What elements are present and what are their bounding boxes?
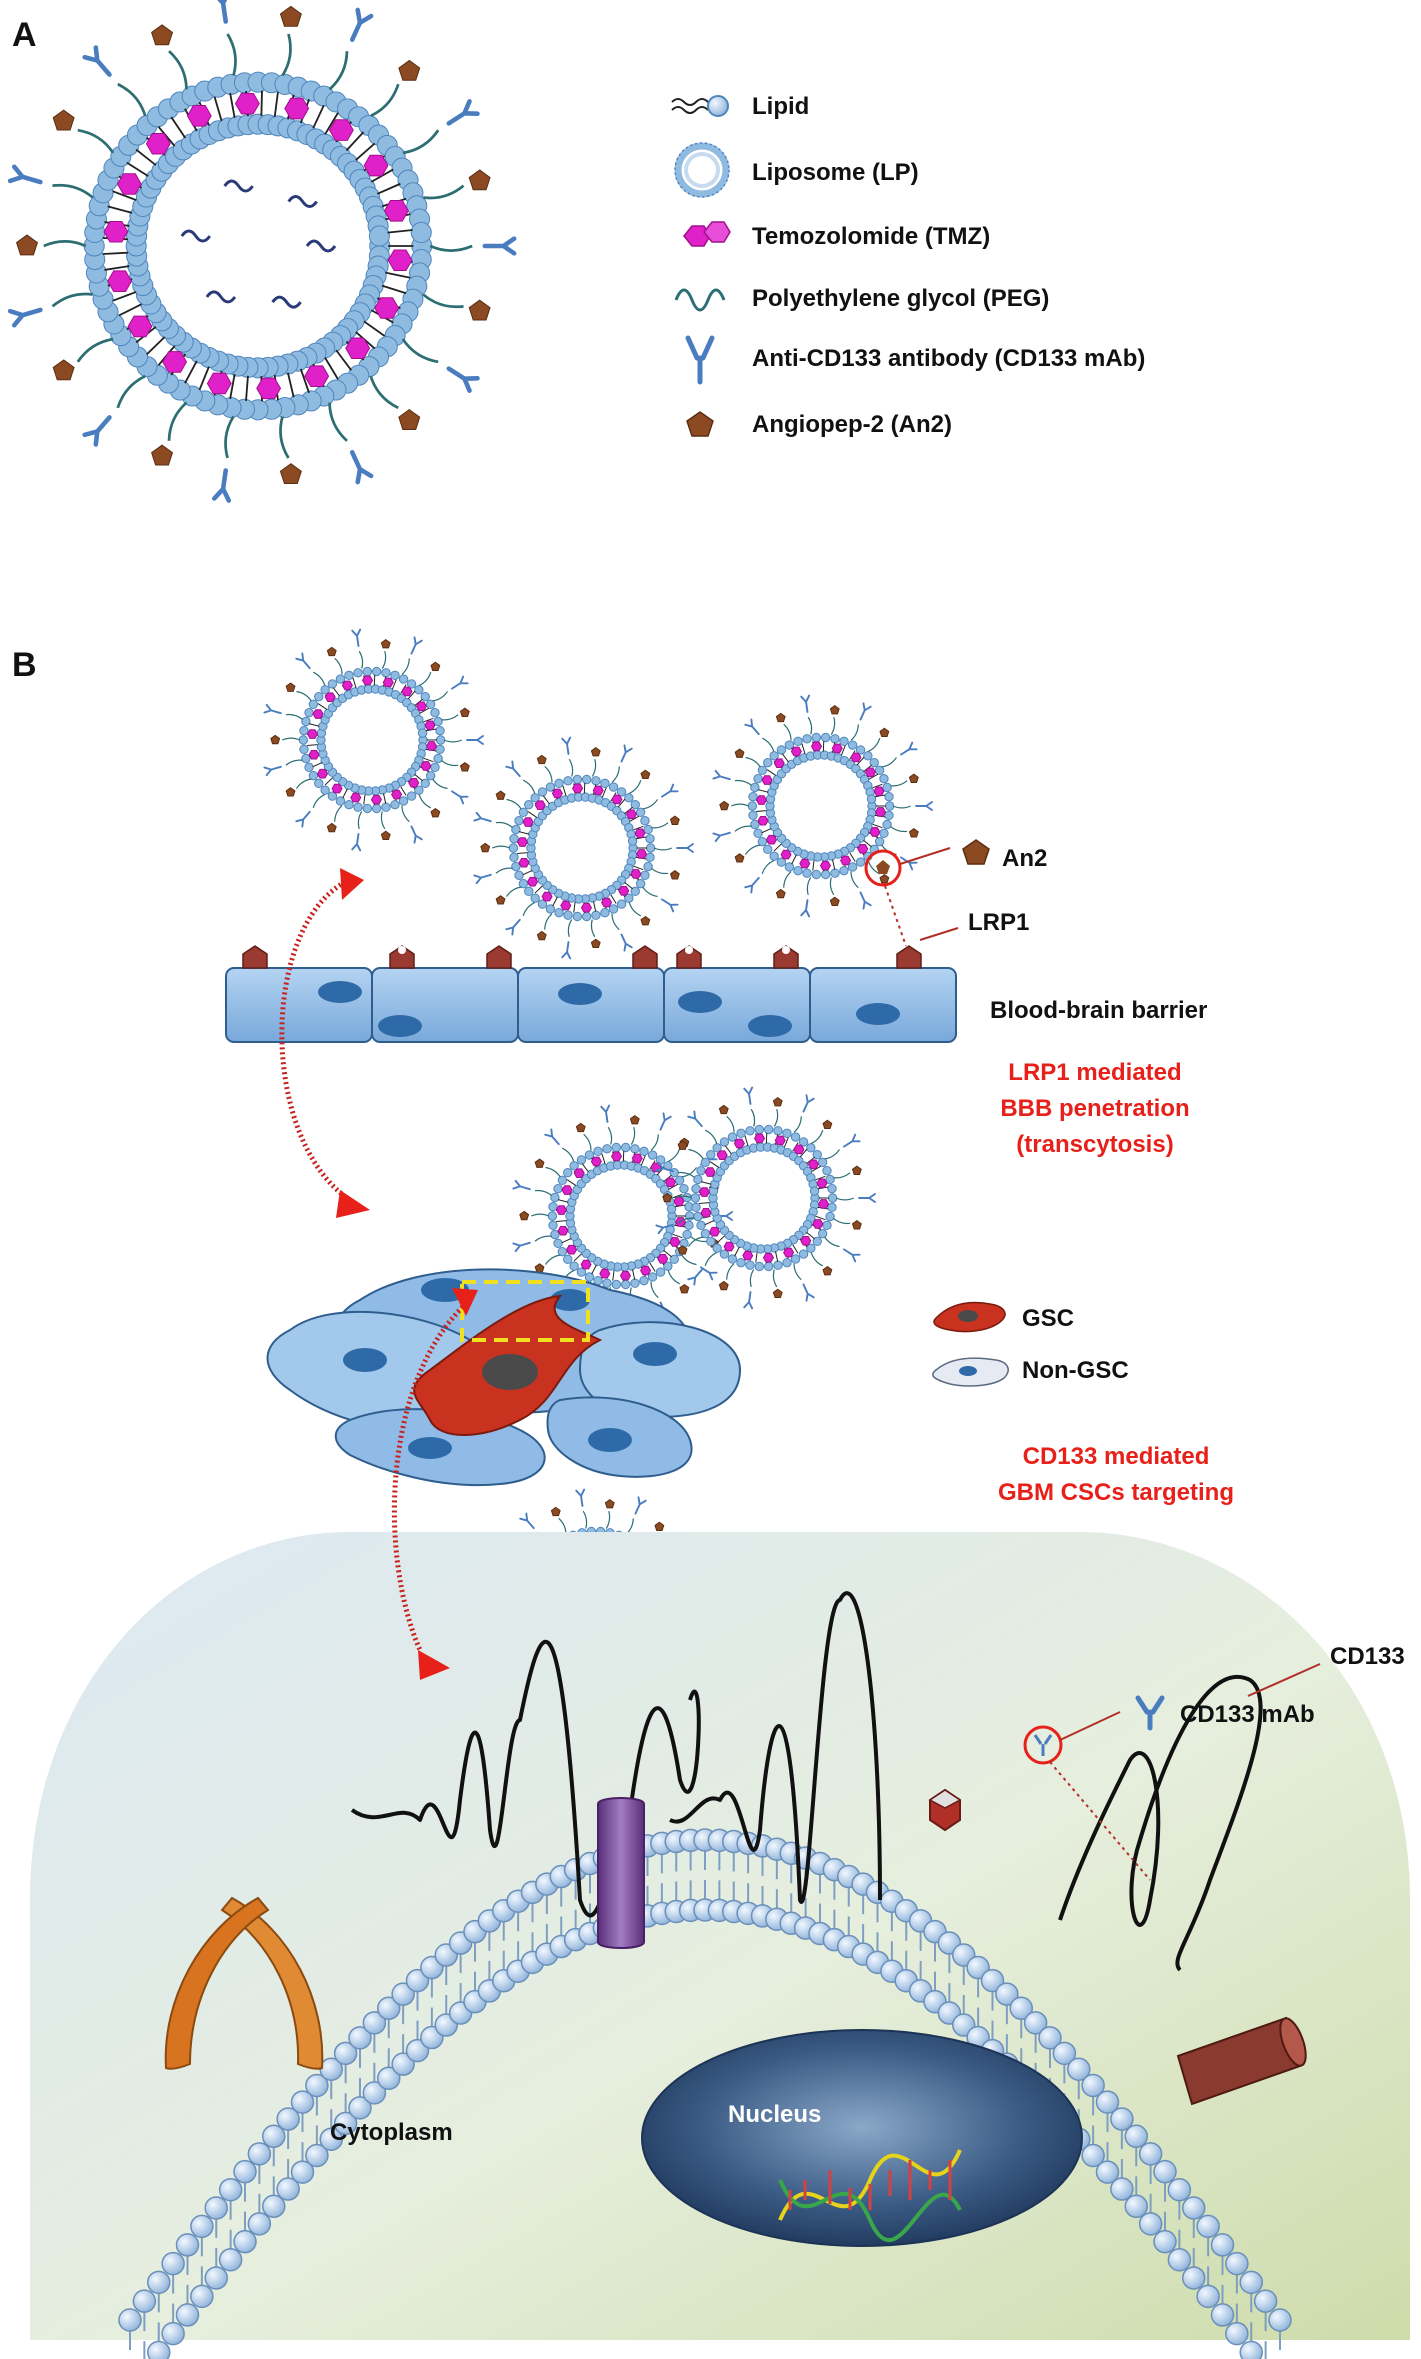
label-cd133-mediated-line1: CD133 mediated (1023, 1443, 1210, 1470)
label-cd133-mab: CD133 mAb (1180, 1701, 1315, 1728)
non-gsc-icon (932, 1357, 1009, 1387)
label-cd133-mediated-line2: GBM CSCs targeting (998, 1479, 1234, 1506)
cd133-mab-icon (1135, 1695, 1165, 1731)
peg-icon (674, 288, 726, 312)
membrane-protein-purple (597, 1797, 645, 1949)
liposome-diagram (7, 0, 517, 503)
label-gsc: GSC (1022, 1305, 1074, 1332)
cd133-mab-leader-line (1059, 1711, 1121, 1741)
binding-dotted-line (884, 885, 907, 947)
an2-leader-line (899, 847, 951, 865)
label-cd133: CD133 (1330, 1643, 1405, 1670)
cd133-protein (350, 1591, 1263, 1972)
nucleus: Nucleus (641, 2029, 1083, 2247)
liposome (263, 628, 484, 852)
tumor-cell-cluster (266, 1268, 742, 1487)
cd133-dotted-line (1049, 1761, 1151, 1881)
dna-helix (778, 2149, 962, 2242)
liposome (655, 1086, 876, 1310)
liposome (712, 694, 933, 918)
blood-brain-barrier (225, 945, 957, 1043)
legend-label-peg: Polyethylene glycol (PEG) (752, 285, 1049, 312)
label-lrp1-mediated-line3: (transcytosis) (1016, 1131, 1173, 1158)
membrane-protein-brown (1176, 2016, 1307, 2106)
label-lrp1-mediated-line2: BBB penetration (1000, 1095, 1189, 1122)
panel-label-a: A (12, 16, 37, 54)
cd133-leader-line (1247, 1663, 1321, 1697)
label-bbb: Blood-brain barrier (990, 997, 1207, 1024)
label-lrp1: LRP1 (968, 909, 1029, 936)
legend-label-liposome: Liposome (LP) (752, 159, 919, 186)
legend-label-antibody: Anti-CD133 antibody (CD133 mAb) (752, 345, 1145, 372)
trajectory-arrows (279, 879, 472, 1652)
cd133-mab-highlight-circle (1023, 1725, 1063, 1765)
lrp1-leader-line (919, 927, 959, 941)
label-non-gsc: Non-GSC (1022, 1357, 1129, 1384)
legend-label-angiopep: Angiopep-2 (An2) (752, 411, 952, 438)
legend-label-tmz: Temozolomide (TMZ) (752, 223, 990, 250)
liposome (7, 0, 517, 503)
an2-marker (876, 860, 890, 874)
an2-legend-icon (962, 839, 990, 865)
gsc-icon (933, 1301, 1006, 1333)
antibody-icon (685, 335, 715, 385)
lipid-icon (671, 95, 729, 117)
liposome (473, 736, 694, 960)
legend: Lipid Liposome (LP) Temozolomide (TMZ) P… (671, 93, 1145, 438)
label-an2: An2 (1002, 845, 1047, 872)
angiopep-icon (686, 411, 714, 437)
label-cytoplasm: Cytoplasm (330, 2119, 453, 2146)
panel-label-b: B (12, 646, 37, 684)
temozolomide-icon (683, 221, 731, 247)
liposome-icon (674, 142, 730, 198)
an2-highlight-circle (864, 849, 902, 887)
ion-channel (164, 1896, 324, 2070)
label-nucleus: Nucleus (728, 2101, 821, 2128)
label-lrp1-mediated-line1: LRP1 mediated (1008, 1059, 1181, 1086)
legend-label-lipid: Lipid (752, 93, 809, 120)
